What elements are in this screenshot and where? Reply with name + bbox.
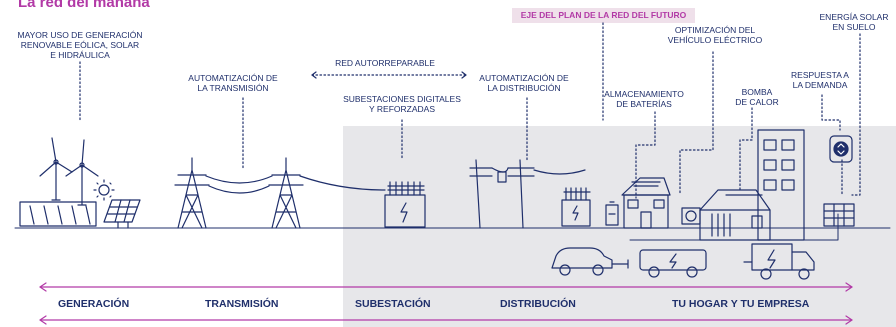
demand-response-icon: [829, 135, 853, 163]
ground-solar-icon: [823, 203, 855, 227]
building-icon: [699, 129, 805, 241]
connection-line: [629, 213, 839, 241]
hydro-dam-icon: [19, 201, 97, 227]
label-ev-optimization: OPTIMIZACIÓN DEL VEHÍCULO ELÉCTRICO: [667, 25, 763, 45]
house-icon: [621, 177, 671, 229]
transformer-icon: [561, 187, 591, 227]
electric-car-icon: [551, 247, 629, 276]
sun-icon: [93, 179, 115, 201]
electric-van-icon: [639, 249, 707, 278]
wind-turbine-icon: [39, 137, 99, 206]
battery-icon: [605, 201, 619, 226]
label-distribution-automation: AUTOMATIZACIÓN DE LA DISTRIBUCIÓN: [479, 73, 569, 93]
category-substation: SUBESTACIÓN: [355, 298, 431, 310]
label-battery-storage: ALMACENAMIENTO DE BATERÍAS: [604, 89, 684, 109]
diagram-title: La red del mañana: [18, 0, 150, 11]
category-transmission: TRANSMISIÓN: [205, 298, 279, 310]
category-home-business: TU HOGAR Y TU EMPRESA: [672, 298, 810, 310]
plan-axis-banner: EJE DEL PLAN DE LA RED DEL FUTURO: [512, 8, 695, 23]
transmission-tower-icon: [174, 157, 386, 229]
distribution-pole-icon: [469, 159, 586, 229]
label-demand-response: RESPUESTA A LA DEMANDA: [791, 70, 849, 90]
substation-icon: [384, 181, 426, 228]
span-arrows: [39, 282, 853, 325]
leader-lines: [79, 22, 861, 199]
label-transmission-automation: AUTOMATIZACIÓN DE LA TRANSMISIÓN: [188, 73, 278, 93]
heat-pump-icon: [681, 207, 701, 225]
label-generation: MAYOR USO DE GENERACIÓN RENOVABLE EÓLICA…: [17, 30, 143, 60]
category-distribution: DISTRIBUCIÓN: [500, 298, 576, 310]
label-substations: SUBESTACIONES DIGITALES Y REFORZADAS: [343, 94, 461, 114]
label-solar-ground: ENERGÍA SOLAR EN SUELO: [819, 12, 889, 32]
solar-panel-icon: [103, 199, 141, 229]
electric-truck-icon: [743, 243, 815, 280]
label-heat-pump: BOMBA DE CALOR: [735, 87, 779, 107]
category-generation: GENERACIÓN: [58, 298, 130, 310]
label-self-healing: RED AUTORREPARABLE: [335, 58, 435, 68]
